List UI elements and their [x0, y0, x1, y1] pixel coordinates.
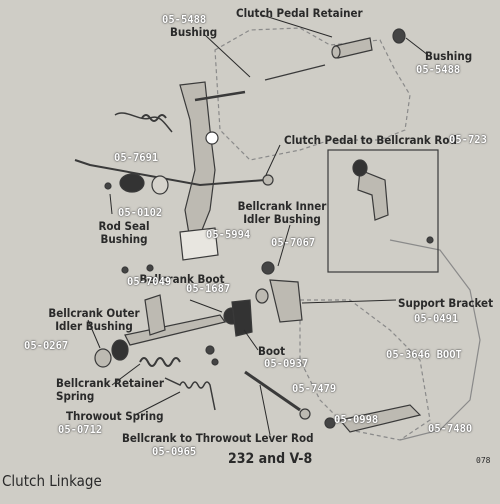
label-outer-idler-bushing: Bellcrank Outer Idler Bushing — [48, 306, 140, 333]
pedal-pad — [179, 227, 219, 261]
label-throwout-lever-rod: Bellcrank to Throwout Lever Rod — [122, 431, 314, 445]
pn-pedal-rod: 05-723 — [449, 134, 487, 146]
pn-boot: 05-0937 — [264, 358, 309, 370]
pn-rod-seal-b: 05-0102 — [118, 207, 163, 219]
bellcrank-shaft — [124, 314, 227, 346]
label-rod-seal-bushing: Rod Seal Bushing — [98, 219, 150, 246]
pn-bellcrank-boot-a: 05-7049 — [127, 276, 172, 288]
retainer-spring — [139, 357, 181, 367]
pn-throwout-spring: 05-0712 — [58, 424, 103, 436]
firewall-outline — [214, 27, 411, 161]
pn-inner-idler: 05-7067 — [271, 237, 316, 249]
throwout-lever — [338, 404, 422, 433]
pn-outer-idler: 05-0267 — [24, 340, 69, 352]
label-inner-idler-bushing: Bellcrank Inner Idler Bushing — [237, 199, 327, 226]
label-boot: Boot — [258, 344, 286, 358]
pn-bushing-right: 05-5488 — [416, 64, 461, 76]
engine-caption: 232 and V-8 — [228, 451, 313, 467]
clutch-pedal-arm — [179, 81, 216, 241]
label-pedal-to-bellcrank-rod: Clutch Pedal to Bellcrank Rod — [284, 133, 457, 147]
throwout-spring — [164, 377, 216, 411]
outer-idler-bushing — [94, 348, 112, 368]
label-bellcrank-boot: Bellcrank Boot — [139, 272, 225, 286]
pn-boot-right: 05-3646 BOOT — [386, 349, 462, 361]
inset-box — [327, 149, 439, 273]
boot — [231, 299, 253, 337]
bellcrank-upper-arm — [144, 294, 166, 336]
label-retainer-spring: Bellcrank Retainer Spring — [56, 376, 164, 403]
support-bracket — [269, 279, 303, 323]
label-bushing-left: Bushing — [170, 25, 218, 39]
rod-seal-bushing — [119, 173, 145, 193]
pn-throwout-lever: 05-7480 — [428, 423, 473, 435]
throwout-lever-rod — [244, 370, 301, 412]
label-bushing-right: Bushing — [425, 49, 473, 63]
page-number: 078 — [476, 456, 491, 465]
label-throwout-spring: Throwout Spring — [66, 409, 164, 423]
pn-bellcrank-boot-b: 05-1687 — [186, 283, 231, 295]
pn-bushing-left: 05-5488 — [162, 14, 207, 26]
label-support-bracket: Support Bracket — [398, 296, 494, 310]
bellhousing-outline — [389, 239, 481, 441]
pn-clevis: 05-0998 — [334, 414, 379, 426]
pn-throwout-lever-rod: 05-0965 — [152, 446, 197, 458]
pn-adjusting-nut: 05-7479 — [292, 383, 337, 395]
pn-pedal-pad: 05-5994 — [206, 229, 251, 241]
pedal-retainer-pin — [334, 37, 373, 59]
pn-rod-seal-a: 05-7691 — [114, 152, 159, 164]
pedal-to-bellcrank-rod — [74, 159, 266, 187]
label-clutch-pedal-retainer: Clutch Pedal Retainer — [236, 6, 363, 20]
pn-support-bracket: 05-0491 — [414, 313, 459, 325]
page-title: Clutch Linkage — [2, 472, 102, 490]
